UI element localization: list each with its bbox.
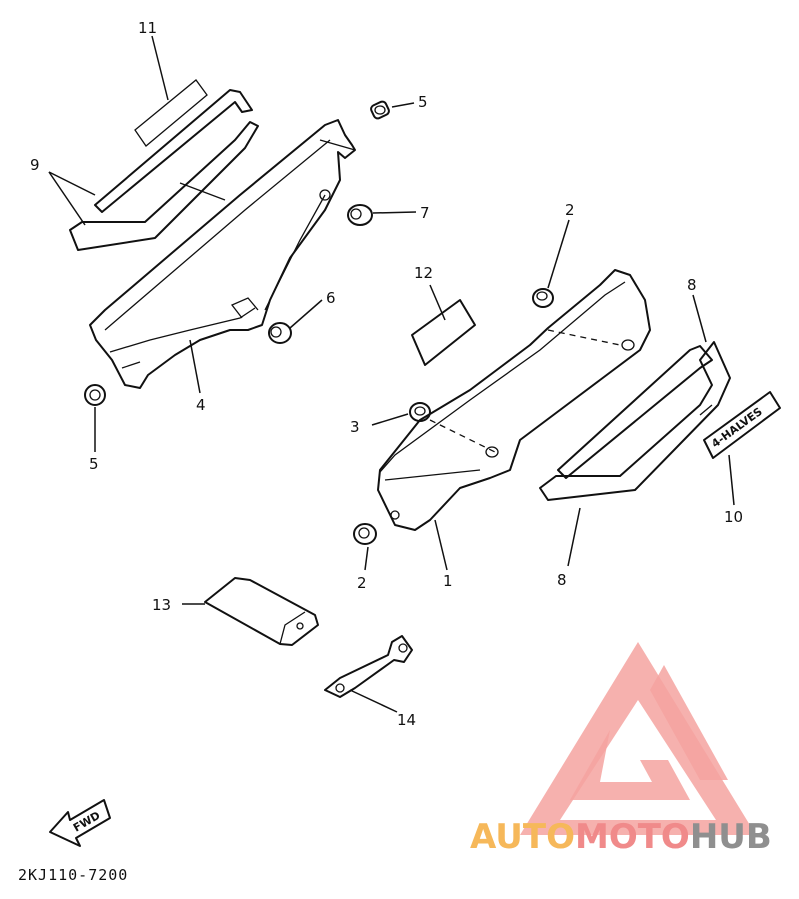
- label-5-bottom: 5: [89, 455, 99, 473]
- label-14: 14: [397, 711, 416, 729]
- part-5-grommet-top: [370, 100, 390, 120]
- watermark-auto: AUTO: [470, 817, 575, 857]
- emblem-text: 4-HALVES: [709, 405, 765, 450]
- part-5-grommet-bottom: [84, 384, 106, 406]
- part-2-grommet-top: [532, 288, 554, 308]
- label-3: 3: [350, 418, 360, 436]
- part-3-grommet: [409, 402, 431, 422]
- label-1: 1: [443, 572, 453, 590]
- part-4-left-cover: [89, 119, 356, 389]
- label-2-top: 2: [565, 201, 575, 219]
- part-6-collar: [268, 322, 292, 344]
- diagram-code: 2KJ110-7200: [18, 866, 128, 884]
- part-2-grommet-bottom: [353, 523, 377, 545]
- watermark-hub: HUB: [690, 817, 772, 857]
- part-10-emblem: 4-HALVES: [703, 391, 781, 459]
- label-8-bottom: 8: [557, 571, 567, 589]
- label-6: 6: [326, 289, 336, 307]
- label-7: 7: [420, 204, 430, 222]
- label-11: 11: [138, 19, 157, 37]
- label-9: 9: [30, 156, 40, 174]
- watermark-text: AUTOMOTOHUB: [470, 817, 772, 857]
- fwd-arrow: FWD: [49, 799, 111, 847]
- leader-lines: [48, 35, 735, 713]
- part-labels: 11 9 5 7 6 4 5 12 2 3 2 1 8 8 10 13 14: [30, 19, 743, 729]
- part-9-stripe: [69, 89, 259, 251]
- part-1-right-cover: [377, 269, 651, 531]
- part-7-collar: [347, 204, 373, 226]
- part-8-stripe: [539, 341, 731, 501]
- svg-text:AUTOMOTOHUB: AUTOMOTOHUB: [470, 817, 772, 857]
- watermark-moto: MOTO: [575, 817, 690, 857]
- label-10: 10: [724, 508, 743, 526]
- label-2-bottom: 2: [357, 574, 367, 592]
- label-8-top: 8: [687, 276, 697, 294]
- watermark-logo: [520, 642, 756, 835]
- part-13-tool-bag: [204, 577, 319, 646]
- label-13: 13: [152, 596, 171, 614]
- label-12: 12: [414, 264, 433, 282]
- label-5-top: 5: [418, 93, 428, 111]
- part-12-label-sheet: [411, 299, 476, 366]
- part-11-decal: [134, 79, 208, 147]
- label-4: 4: [196, 396, 206, 414]
- part-14-band: [324, 635, 413, 698]
